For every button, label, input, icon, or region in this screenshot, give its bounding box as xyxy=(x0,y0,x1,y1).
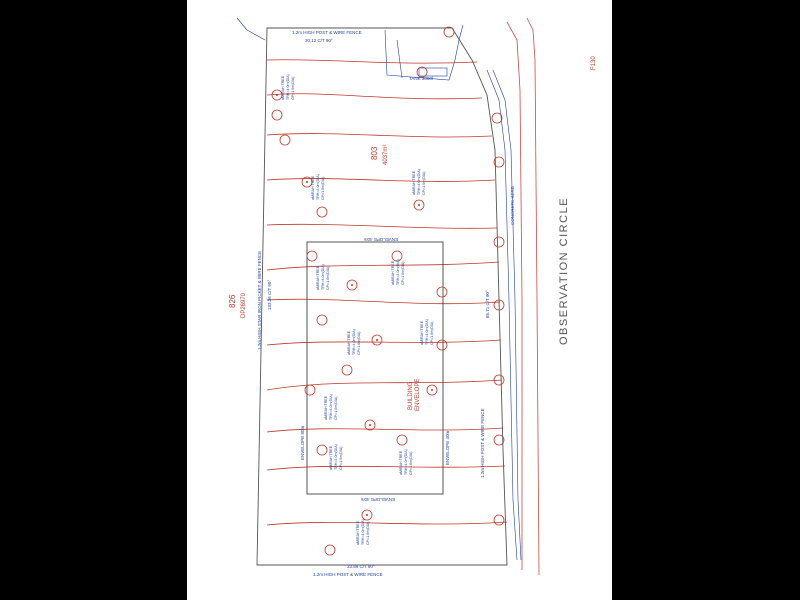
tree-label-group-9: aMIRAH TREE TRH=4.0m(DIA) CP=1.0m(DIA) xyxy=(399,449,413,475)
tank-label: TANK 3000l xyxy=(409,76,433,81)
road-name: OBSERVATION CIRCLE xyxy=(558,197,570,345)
svg-text:CP=1.0m(DIA): CP=1.0m(DIA) xyxy=(321,177,325,200)
building-envelope-line1: BUILDING xyxy=(408,381,414,410)
svg-text:TRH=4.0m(DIA): TRH=4.0m(DIA) xyxy=(321,264,325,290)
adjacent-plan: DP26970 xyxy=(241,292,247,318)
survey-plan-drawing: F130 xyxy=(228,17,597,577)
svg-text:aMIRAH TREE: aMIRAH TREE xyxy=(399,450,403,475)
svg-text:aMIRAH TREE: aMIRAH TREE xyxy=(324,395,328,420)
svg-text:CP=1.0m(DIA): CP=1.0m(DIA) xyxy=(357,332,361,355)
tree-centre-marks xyxy=(276,94,433,516)
svg-text:CP=1.0m(DIA): CP=1.0m(DIA) xyxy=(326,267,330,290)
distance-bottom-label: 33.89 C/T 90° xyxy=(347,564,375,569)
tree-label-group-3: aMIRAH TREE TRH=4.0m(DIA) CP=1.0m(DIA) xyxy=(412,169,426,195)
svg-text:aMIRAH TREE: aMIRAH TREE xyxy=(329,445,333,470)
svg-text:aMIRAH TREE: aMIRAH TREE xyxy=(347,330,351,355)
svg-text:TRH=4.0m(DIA): TRH=4.0m(DIA) xyxy=(352,329,356,355)
tree-label-group-8: aMIRAH TREE TRH=4.0m(DIA) CP=1.0m(DIA) xyxy=(324,394,338,420)
building-envelope-outline xyxy=(306,241,444,495)
tree-label-group-1: aMIRAH TREE TRH=4.0m(DIA) CP=1.0m(DIA) xyxy=(281,74,295,100)
tree-label-group-4: aMIRAH TREE TRH=4.0m(DIA) CP=1.0m(DIA) xyxy=(391,259,405,285)
svg-text:TRH=4.0m(DIA): TRH=4.0m(DIA) xyxy=(425,319,429,345)
svg-text:CP=1.0m(DIA): CP=1.0m(DIA) xyxy=(339,447,343,470)
svg-text:aMIRAH TREE: aMIRAH TREE xyxy=(412,170,416,195)
road-edge-lines xyxy=(506,17,540,576)
tree-symbols xyxy=(271,26,505,556)
svg-text:aMIRAH TREE: aMIRAH TREE xyxy=(356,520,360,545)
svg-text:TRH=4.0m(DIA): TRH=4.0m(DIA) xyxy=(334,444,338,470)
svg-text:aMIRAH TREE: aMIRAH TREE xyxy=(391,260,395,285)
sheet-note: F130 xyxy=(591,56,597,70)
plan-sheet: F130 xyxy=(187,0,612,600)
svg-text:TRH=4.0m(DIA): TRH=4.0m(DIA) xyxy=(404,449,408,475)
lot-boundary xyxy=(256,27,508,566)
svg-text:aMIRAH TREE: aMIRAH TREE xyxy=(311,175,315,200)
tree-label-group-6: aMIRAH TREE TRH=4.0m(DIA) CP=1.0m(DIA) xyxy=(347,329,361,355)
kerb-lines xyxy=(486,69,522,561)
building-envelope-line2: ENVELOPE xyxy=(415,379,421,411)
kerb-label: CONCRETE KERB xyxy=(510,186,515,225)
svg-text:TRH=4.0m(DIA): TRH=4.0m(DIA) xyxy=(361,519,365,545)
adjacent-lot: 826 xyxy=(228,294,237,308)
svg-text:TRH=4.0m(DIA): TRH=4.0m(DIA) xyxy=(316,174,320,200)
envelope-east-label: ENVELOPE 40m xyxy=(445,430,450,465)
envelope-west-label: ENVELOPE 80m xyxy=(300,425,305,460)
fence-right-label: 1.2m HIGH POST & WIRE FENCE xyxy=(480,408,485,478)
svg-text:CP=1.0m(DIA): CP=1.0m(DIA) xyxy=(430,322,434,345)
contour-lines xyxy=(266,59,508,526)
fence-bottom-label: 1.2m HIGH POST & WIRE FENCE xyxy=(313,572,383,577)
envelope-north-label: ENVELOPE 40m xyxy=(363,237,398,242)
distance-top-label: 30.12 C/T 90° xyxy=(305,38,333,43)
svg-text:TRH=4.0m(DIA): TRH=4.0m(DIA) xyxy=(329,394,333,420)
svg-text:TRH=4.0m(DIA): TRH=4.0m(DIA) xyxy=(286,74,290,100)
svg-text:TRH=4.0m(DIA): TRH=4.0m(DIA) xyxy=(396,259,400,285)
lot-number: 803 xyxy=(370,146,379,160)
top-services xyxy=(236,17,464,81)
svg-text:TRH=4.0m(DIA): TRH=4.0m(DIA) xyxy=(417,169,421,195)
svg-text:CP=1.0m(DIA): CP=1.0m(DIA) xyxy=(401,262,405,285)
tree-label-group-5: aMIRAH TREE TRH=4.0m(DIA) CP=1.0m(DIA) xyxy=(316,264,330,290)
distance-right-label: 85.71 C/T 90° xyxy=(485,290,490,318)
svg-text:aMIRAH TREE: aMIRAH TREE xyxy=(281,75,285,100)
tree-label-group-11: aMIRAH TREE TRH=4.0m(DIA) CP=1.0m(DIA) xyxy=(329,444,343,470)
svg-text:CP=1.0m(DIA): CP=1.0m(DIA) xyxy=(422,172,426,195)
svg-text:CP=1.0m(DIA): CP=1.0m(DIA) xyxy=(409,452,413,475)
tree-label-group-10: aMIRAH TREE TRH=4.0m(DIA) CP=1.0m(DIA) xyxy=(356,519,370,545)
fence-left-label: 1.2m HIGH STAR IRON PICKET & WIRE FENCE xyxy=(257,251,262,350)
svg-text:aMIRAH TREE: aMIRAH TREE xyxy=(420,320,424,345)
tree-label-group-7: aMIRAH TREE TRH=4.0m(DIA) CP=1.0m(DIA) xyxy=(420,319,434,345)
svg-text:CP=1.0m(DIA): CP=1.0m(DIA) xyxy=(366,522,370,545)
fence-top-label: 1.2m HIGH POST & WIRE FENCE xyxy=(292,30,362,35)
svg-text:CP=1.0m(DIA): CP=1.0m(DIA) xyxy=(334,397,338,420)
svg-text:CP=1.0m(DIA): CP=1.0m(DIA) xyxy=(291,77,295,100)
distance-left-label: 133.36 C/T 90° xyxy=(267,280,272,310)
envelope-south-label: ENVELOPE 40m xyxy=(360,497,395,502)
svg-text:aMIRAH TREE: aMIRAH TREE xyxy=(316,265,320,290)
tree-label-group-2: aMIRAH TREE TRH=4.0m(DIA) CP=1.0m(DIA) xyxy=(311,174,325,200)
lot-area: 4037m² xyxy=(383,145,389,165)
